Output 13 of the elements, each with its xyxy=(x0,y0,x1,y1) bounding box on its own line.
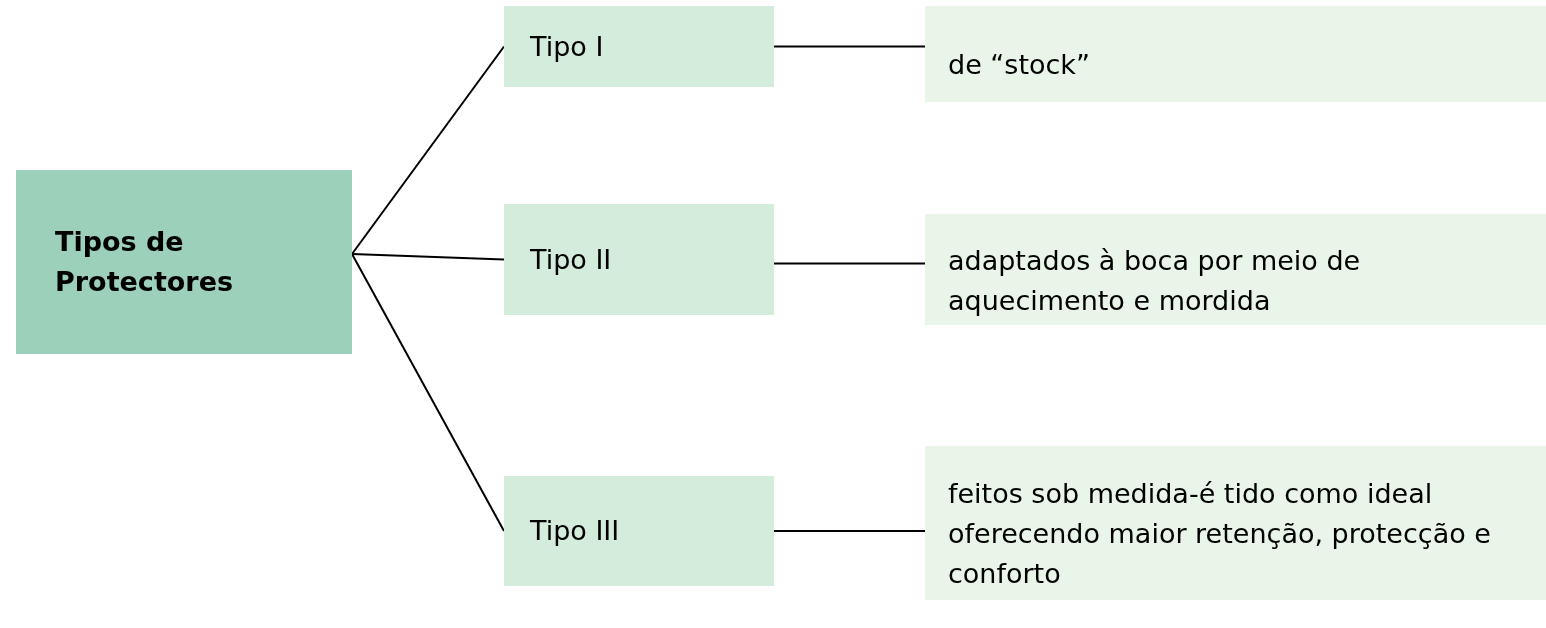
type-box: Tipo I xyxy=(504,6,774,87)
connector-line xyxy=(773,530,926,532)
connector-line xyxy=(351,45,505,255)
connector-line xyxy=(773,45,926,48)
type-box: Tipo II xyxy=(504,204,774,315)
description-box: de “stock” xyxy=(925,6,1546,102)
connector-line xyxy=(773,262,926,265)
category-box: Tipos de Protectores xyxy=(16,170,352,354)
description-box: adaptados à boca por meio de aquecimento e mordida xyxy=(925,214,1546,325)
description-box: feitos sob medida-é tido como ideal oferecendo maior retenção, protecção e conforto xyxy=(925,446,1546,600)
connector-line xyxy=(351,253,505,261)
type-box: Tipo III xyxy=(504,476,774,586)
connector-line xyxy=(351,253,505,532)
